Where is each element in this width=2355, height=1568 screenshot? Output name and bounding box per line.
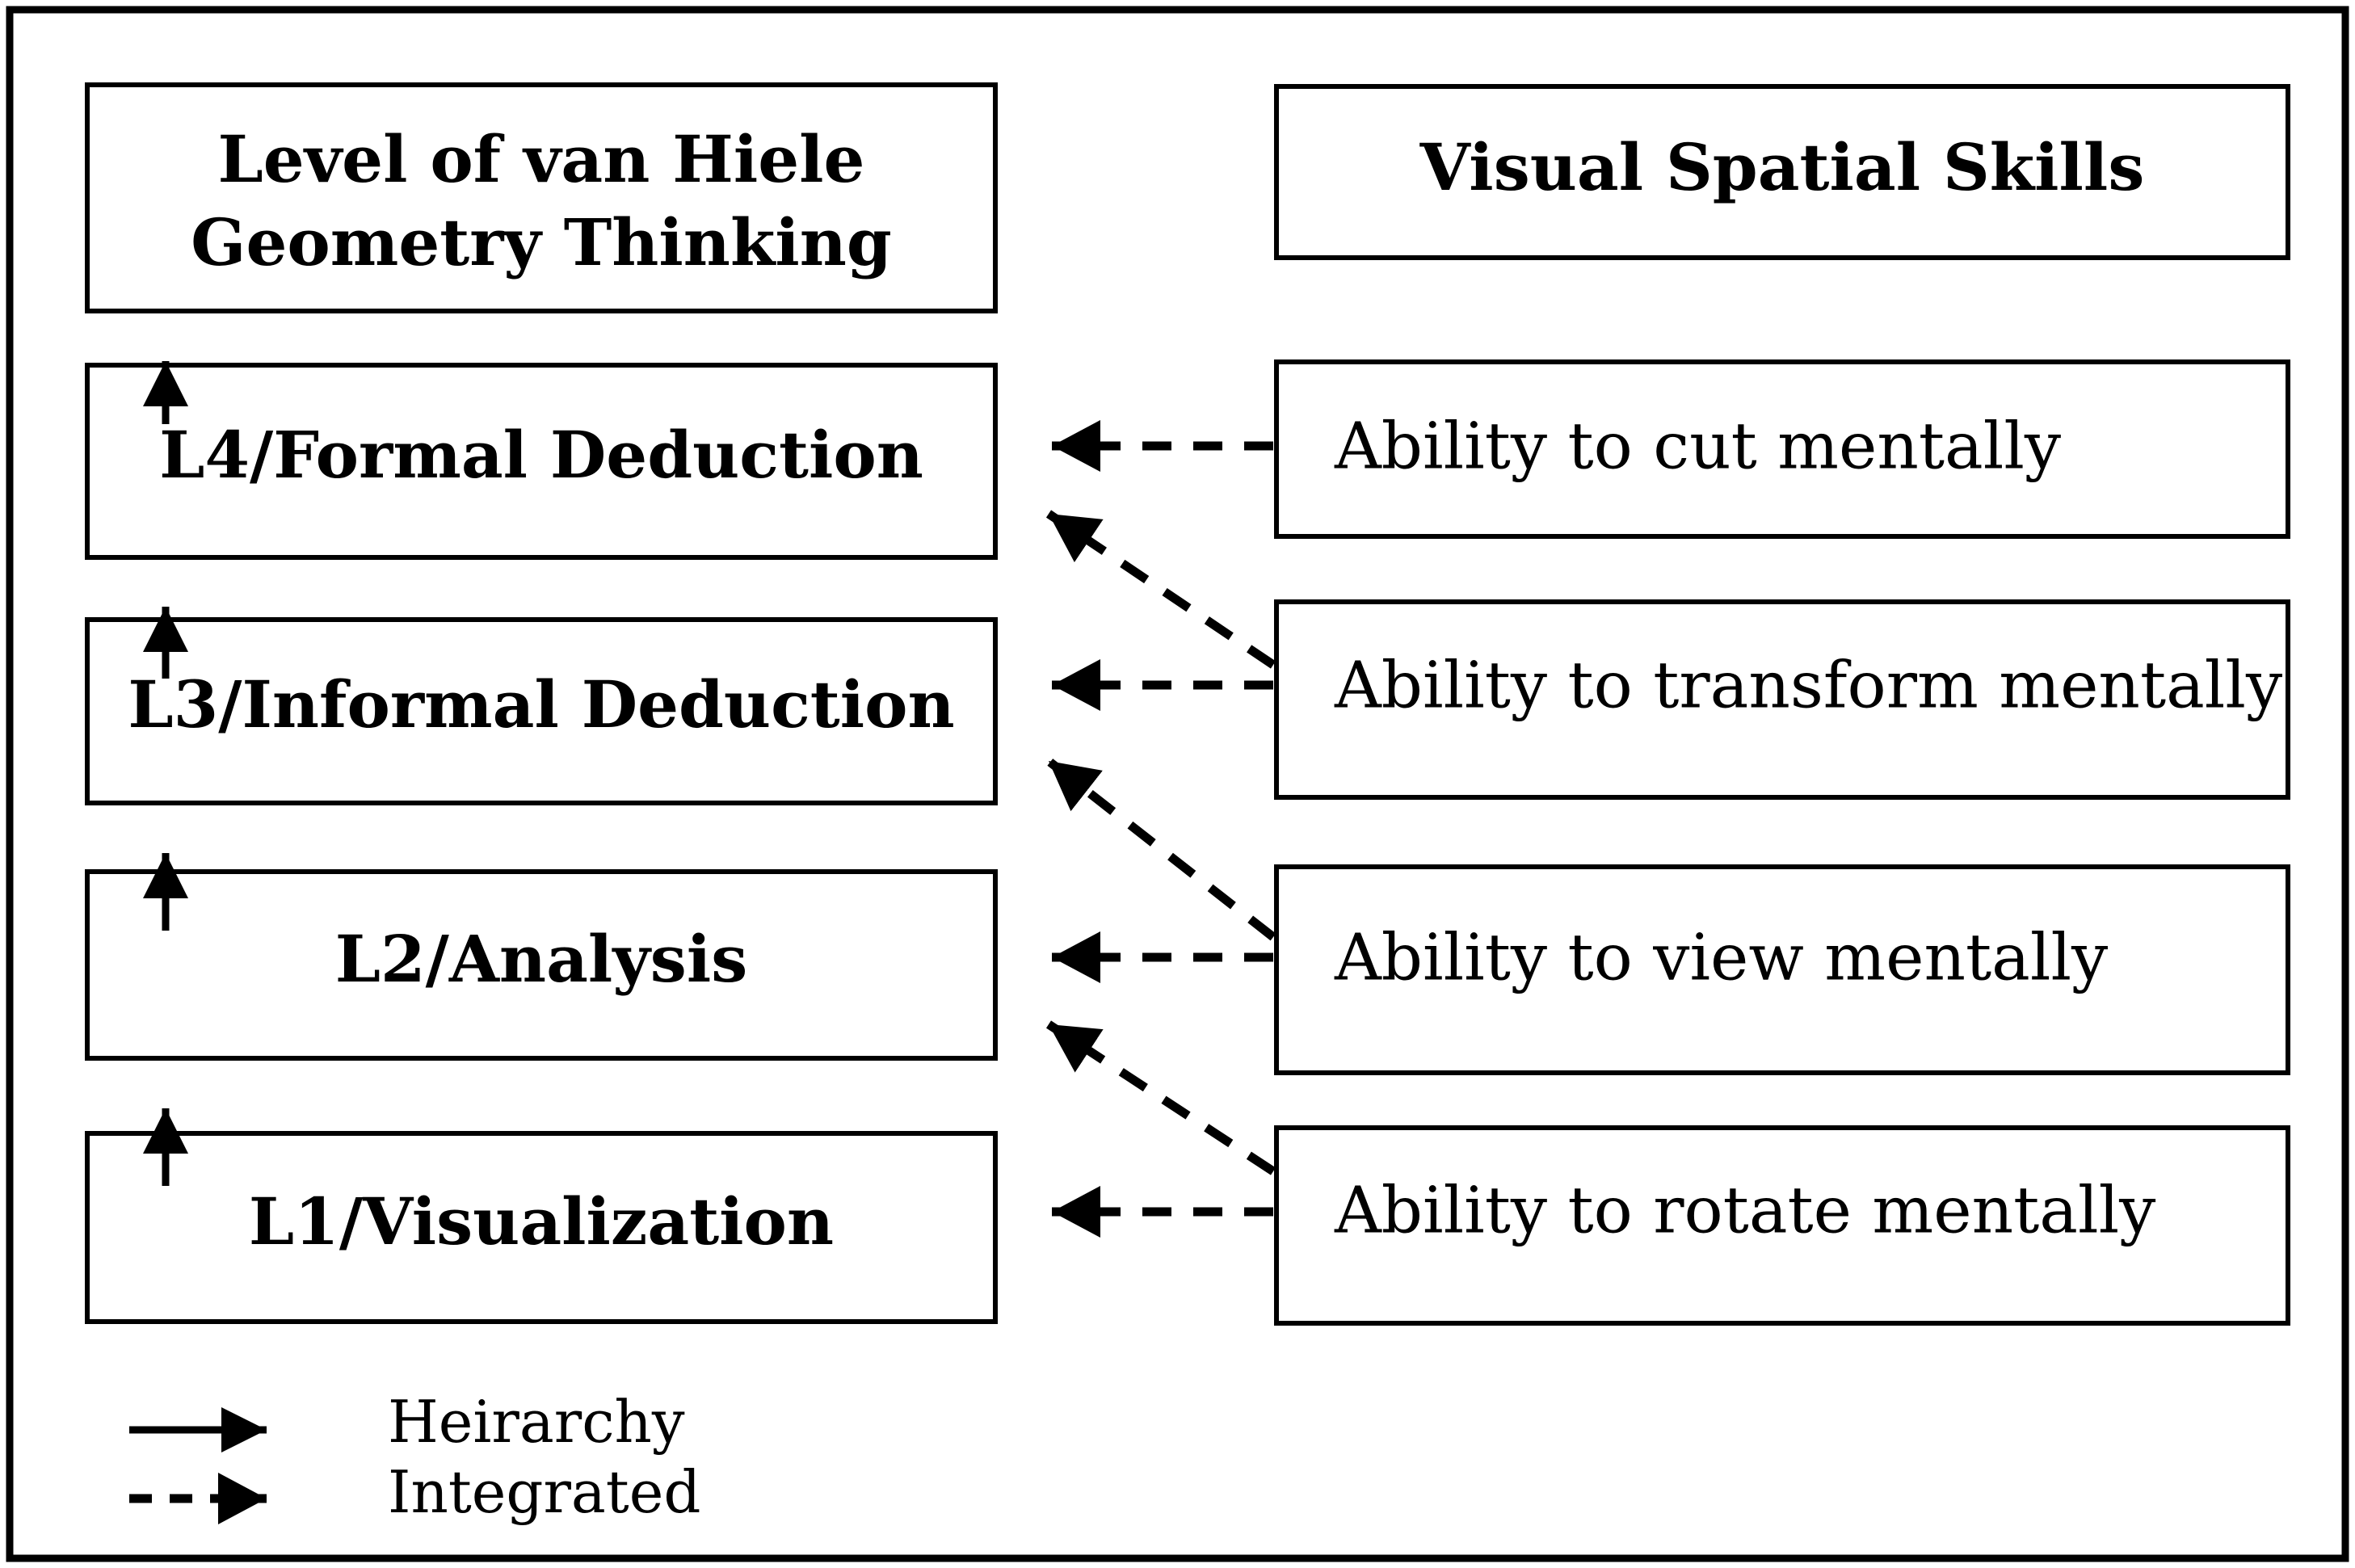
skill-label-view: Ability to view mentally xyxy=(1334,920,2108,995)
legend: Heirarchy Integrated xyxy=(129,1388,700,1526)
skill-label-rotate: Ability to rotate mentally xyxy=(1334,1173,2155,1248)
integrated-arrow-rotate-to-l2 xyxy=(1045,1020,1276,1175)
level-box-l1 xyxy=(85,1131,998,1324)
level-label-l3: L3/Informal Deduction xyxy=(128,666,954,742)
level-label-l1: L1/Visualization xyxy=(249,1183,834,1259)
spatial-skills-column: Visual Spatial Skills Ability to cut men… xyxy=(1274,84,2290,1326)
skill-box-view xyxy=(1274,864,2290,1075)
van-hiele-column: Level of van Hiele Geometry Thinking L4/… xyxy=(85,82,998,1324)
skill-box-cut xyxy=(1274,359,2290,539)
level-label-l2: L2/Analysis xyxy=(335,921,748,997)
skill-box-transform xyxy=(1274,599,2290,800)
legend-dashed-label: Integrated xyxy=(388,1458,700,1526)
level-box-l2 xyxy=(85,869,998,1061)
skills-header-box xyxy=(1274,84,2290,260)
level-box-l3 xyxy=(85,617,998,805)
skills-header-label: Visual Spatial Skills xyxy=(1419,129,2145,205)
van-hiele-header-line1: Level of van Hiele xyxy=(218,121,865,197)
legend-solid-label: Heirarchy xyxy=(388,1388,685,1456)
integrated-arrows xyxy=(1045,420,1276,1238)
level-box-l4 xyxy=(85,363,998,560)
skill-label-transform: Ability to transform mentally xyxy=(1334,648,2282,723)
skill-label-cut: Ability to cut mentally xyxy=(1334,409,2061,484)
skill-box-rotate xyxy=(1274,1125,2290,1326)
van-hiele-header-line2: Geometry Thinking xyxy=(191,204,892,280)
level-label-l4: L4/Formal Deduction xyxy=(159,417,923,493)
integrated-arrow-transform-to-l4 xyxy=(1045,510,1276,669)
van-hiele-header-box xyxy=(85,82,998,313)
